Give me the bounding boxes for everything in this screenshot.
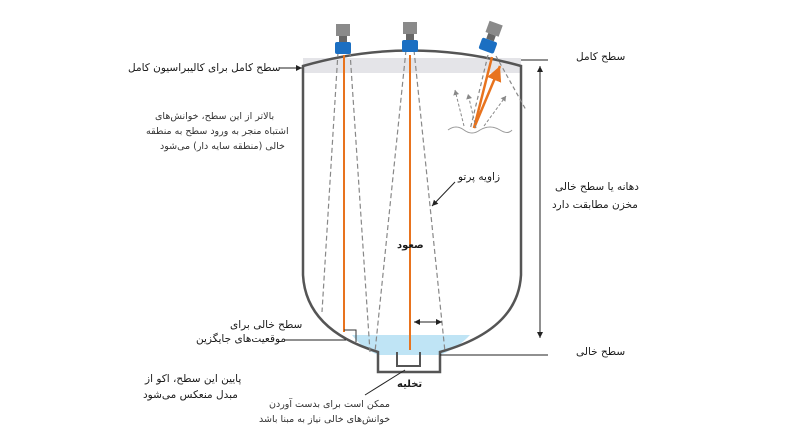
sensor-right-tilted-icon xyxy=(478,20,503,54)
label-empty-span-2: مخزن مطابقت دارد xyxy=(552,199,638,211)
sensor-center-icon xyxy=(402,22,418,52)
tank-wall xyxy=(301,49,523,374)
label-empty-level: سطح خالی xyxy=(576,346,626,358)
beam-left xyxy=(321,51,371,353)
label-above-note-1: بالاتر از این سطح، خوانش‌های xyxy=(155,111,275,122)
label-empty-span-1: دهانه یا سطح خالی xyxy=(555,181,639,193)
label-empty-alt-2: موقعیت‌های جایگزین xyxy=(196,333,287,345)
label-drain: تخلیه xyxy=(397,379,423,390)
echo-right-up xyxy=(472,65,502,129)
reflector-corner xyxy=(344,329,357,342)
label-above-note-3: خالی (منطقه سایه دار) می‌شود xyxy=(160,141,285,152)
label-above-note-2: اشتباه منجر به ورود سطح به منطقه xyxy=(146,126,289,137)
beam-right xyxy=(469,54,527,131)
full-level-band xyxy=(303,58,521,73)
label-rising: صعود xyxy=(397,240,424,251)
scatter-arrows xyxy=(453,89,507,129)
label-full-level: سطح کامل xyxy=(576,51,626,63)
beam-angle-pointer xyxy=(431,181,456,207)
label-beam-angle: زاویه پرتو xyxy=(458,171,501,183)
label-below-note-1: پایین این سطح، اکو از xyxy=(145,373,242,385)
sensor-left-icon xyxy=(335,24,351,54)
label-empty-alt-1: سطح خالی برای xyxy=(230,319,303,331)
drain-outlet xyxy=(396,352,421,367)
beam-center xyxy=(374,49,446,353)
bottom-note-pointer xyxy=(364,369,406,396)
label-below-note-2: مبدل منعکس می‌شود xyxy=(143,389,238,401)
label-bottom-note-2: خوانش‌های خالی نیاز به مبنا باشد xyxy=(259,414,391,425)
label-full-level-calibration: سطح کامل برای کالیبراسیون کامل xyxy=(128,62,281,74)
label-bottom-note-1: ممکن است برای بدست آوردن xyxy=(269,399,390,410)
surface-ripple xyxy=(447,126,513,134)
